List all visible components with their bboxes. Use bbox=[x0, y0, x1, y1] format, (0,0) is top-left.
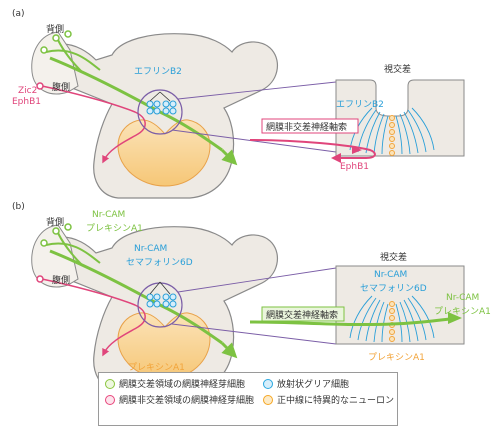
legend-marker-green bbox=[105, 379, 115, 389]
retinal-cell-green bbox=[52, 227, 60, 235]
chiasm-magnifier bbox=[137, 89, 183, 135]
uncrossed-axon-label: 網膜非交差神経軸索 bbox=[266, 123, 348, 133]
retinal-cell-green bbox=[40, 239, 48, 247]
legend-marker-pink bbox=[105, 395, 115, 405]
ephrin-pointer bbox=[159, 91, 171, 102]
ventral-label-a: 腹側 bbox=[52, 83, 71, 93]
crossed-arrow-a bbox=[220, 148, 238, 166]
ephrin-label-top: エフリンB2 bbox=[134, 67, 182, 77]
crossed-axon-inset bbox=[249, 316, 459, 327]
crossed-arrow-b bbox=[220, 341, 238, 359]
nrcam-label-inset: Nr-CAM bbox=[374, 270, 408, 280]
panel-a: (a) bbox=[12, 9, 465, 199]
crossed-axon-label: 網膜交差神経軸索 bbox=[266, 311, 339, 321]
crossed-axon-b-2 bbox=[45, 242, 101, 264]
retinal-cell-pink bbox=[36, 275, 44, 283]
legend-label: 網膜非交差領域の網膜神経芽細胞 bbox=[119, 396, 255, 406]
zoom-connector bbox=[171, 323, 337, 345]
dorsal-label-b: 背側 bbox=[46, 218, 65, 228]
crossed-axon-a-2 bbox=[45, 49, 101, 71]
crossed-axon-b-3 bbox=[57, 232, 83, 266]
chiasm-label-a: 視交差 bbox=[384, 65, 412, 75]
retinal-cell-green bbox=[40, 46, 48, 54]
nrcam-label-left: Nr-CAM bbox=[92, 210, 126, 220]
ventral-label-b: 腹側 bbox=[52, 276, 71, 286]
crossed-axon-label-box bbox=[261, 306, 345, 322]
zoom-connector bbox=[177, 267, 337, 293]
zoom-connector bbox=[177, 81, 337, 100]
legend-marker-blue bbox=[263, 379, 273, 389]
ephrin-label-inset: エフリンB2 bbox=[336, 100, 384, 110]
zic2-label: Zic2 bbox=[18, 86, 38, 96]
sema-label-mid: セマフォリン6D bbox=[126, 258, 193, 268]
panel-b: (b) bbox=[12, 202, 465, 392]
legend: 網膜交差領域の網膜神経芽細胞 放射状グリア細胞 網膜非交差領域の網膜神経芽細胞 … bbox=[98, 372, 398, 426]
growth-cone bbox=[352, 146, 362, 154]
retinal-cell-green bbox=[64, 30, 72, 38]
uncrossed-axon-inset bbox=[249, 139, 376, 163]
legend-marker-orange bbox=[263, 395, 273, 405]
uncrossed-axon-a bbox=[41, 85, 146, 164]
chiasm-magnifier-b bbox=[137, 282, 183, 328]
retinal-cell-green bbox=[64, 223, 72, 231]
chiasm-label-b: 視交差 bbox=[380, 253, 408, 263]
dorsal-label-a: 背側 bbox=[46, 25, 65, 35]
chiasm-inset-a bbox=[335, 79, 465, 157]
sema-label-inset: セマフォリン6D bbox=[360, 284, 427, 294]
legend-label: 正中線に特異的なニューロン bbox=[277, 396, 395, 406]
ephb1-label-bottom: EphB1 bbox=[340, 162, 370, 172]
plexin-label-bottom-right: プレキシンA1 bbox=[368, 353, 425, 363]
uncrossed-axon-b bbox=[41, 278, 146, 357]
sema-pointer bbox=[149, 281, 161, 295]
sema-pointer bbox=[159, 281, 171, 295]
plexin-label-left: プレキシンA1 bbox=[86, 224, 143, 234]
legend-label: 放射状グリア細胞 bbox=[277, 380, 350, 390]
uncrossed-axon-label-box bbox=[261, 118, 359, 134]
panel-b-label: (b) bbox=[12, 202, 25, 212]
ephrin-pointer bbox=[149, 91, 161, 102]
growth-cone-b bbox=[448, 312, 462, 324]
plexin-label-right: プレキシンA1 bbox=[434, 307, 491, 317]
panel-a-label: (a) bbox=[12, 9, 25, 19]
nrcam-label-mid: Nr-CAM bbox=[134, 244, 168, 254]
crossed-axon-a-3 bbox=[57, 39, 83, 73]
retinal-cell-pink bbox=[36, 82, 44, 90]
midline-neurons-a bbox=[389, 115, 395, 156]
retinal-cell-green bbox=[52, 34, 60, 42]
glia-cells bbox=[146, 100, 177, 115]
legend-label: 網膜交差領域の網膜神経芽細胞 bbox=[119, 380, 246, 390]
plexin-label-bottom-left: プレキシンA1 bbox=[128, 363, 185, 373]
ephb1-label-left: EphB1 bbox=[12, 97, 42, 107]
nrcam-label-right: Nr-CAM bbox=[446, 293, 480, 303]
